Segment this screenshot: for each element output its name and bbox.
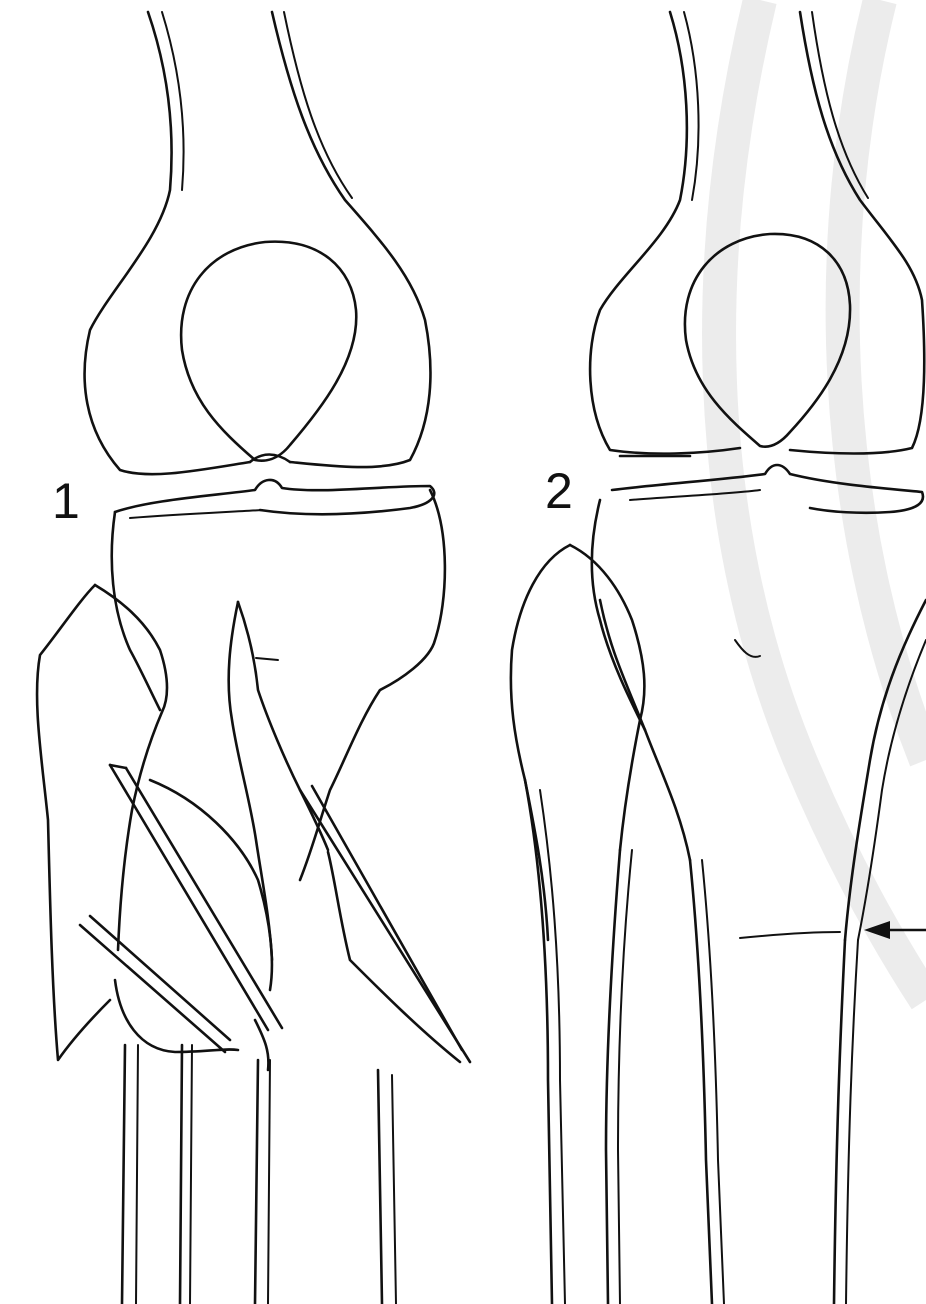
figure-1-patella: [181, 242, 356, 461]
figure-2-label: 2: [545, 463, 573, 519]
watermark-arcs: [719, 0, 926, 1000]
figure-1-lower-shafts: [122, 1045, 396, 1304]
figure-1-label: 1: [52, 473, 80, 529]
figure-2-lower-shafts: [525, 780, 858, 1304]
figure-1: 1: [37, 12, 470, 1304]
figure-1-femur: [85, 12, 431, 474]
figure-1-tibia: [37, 480, 470, 1070]
